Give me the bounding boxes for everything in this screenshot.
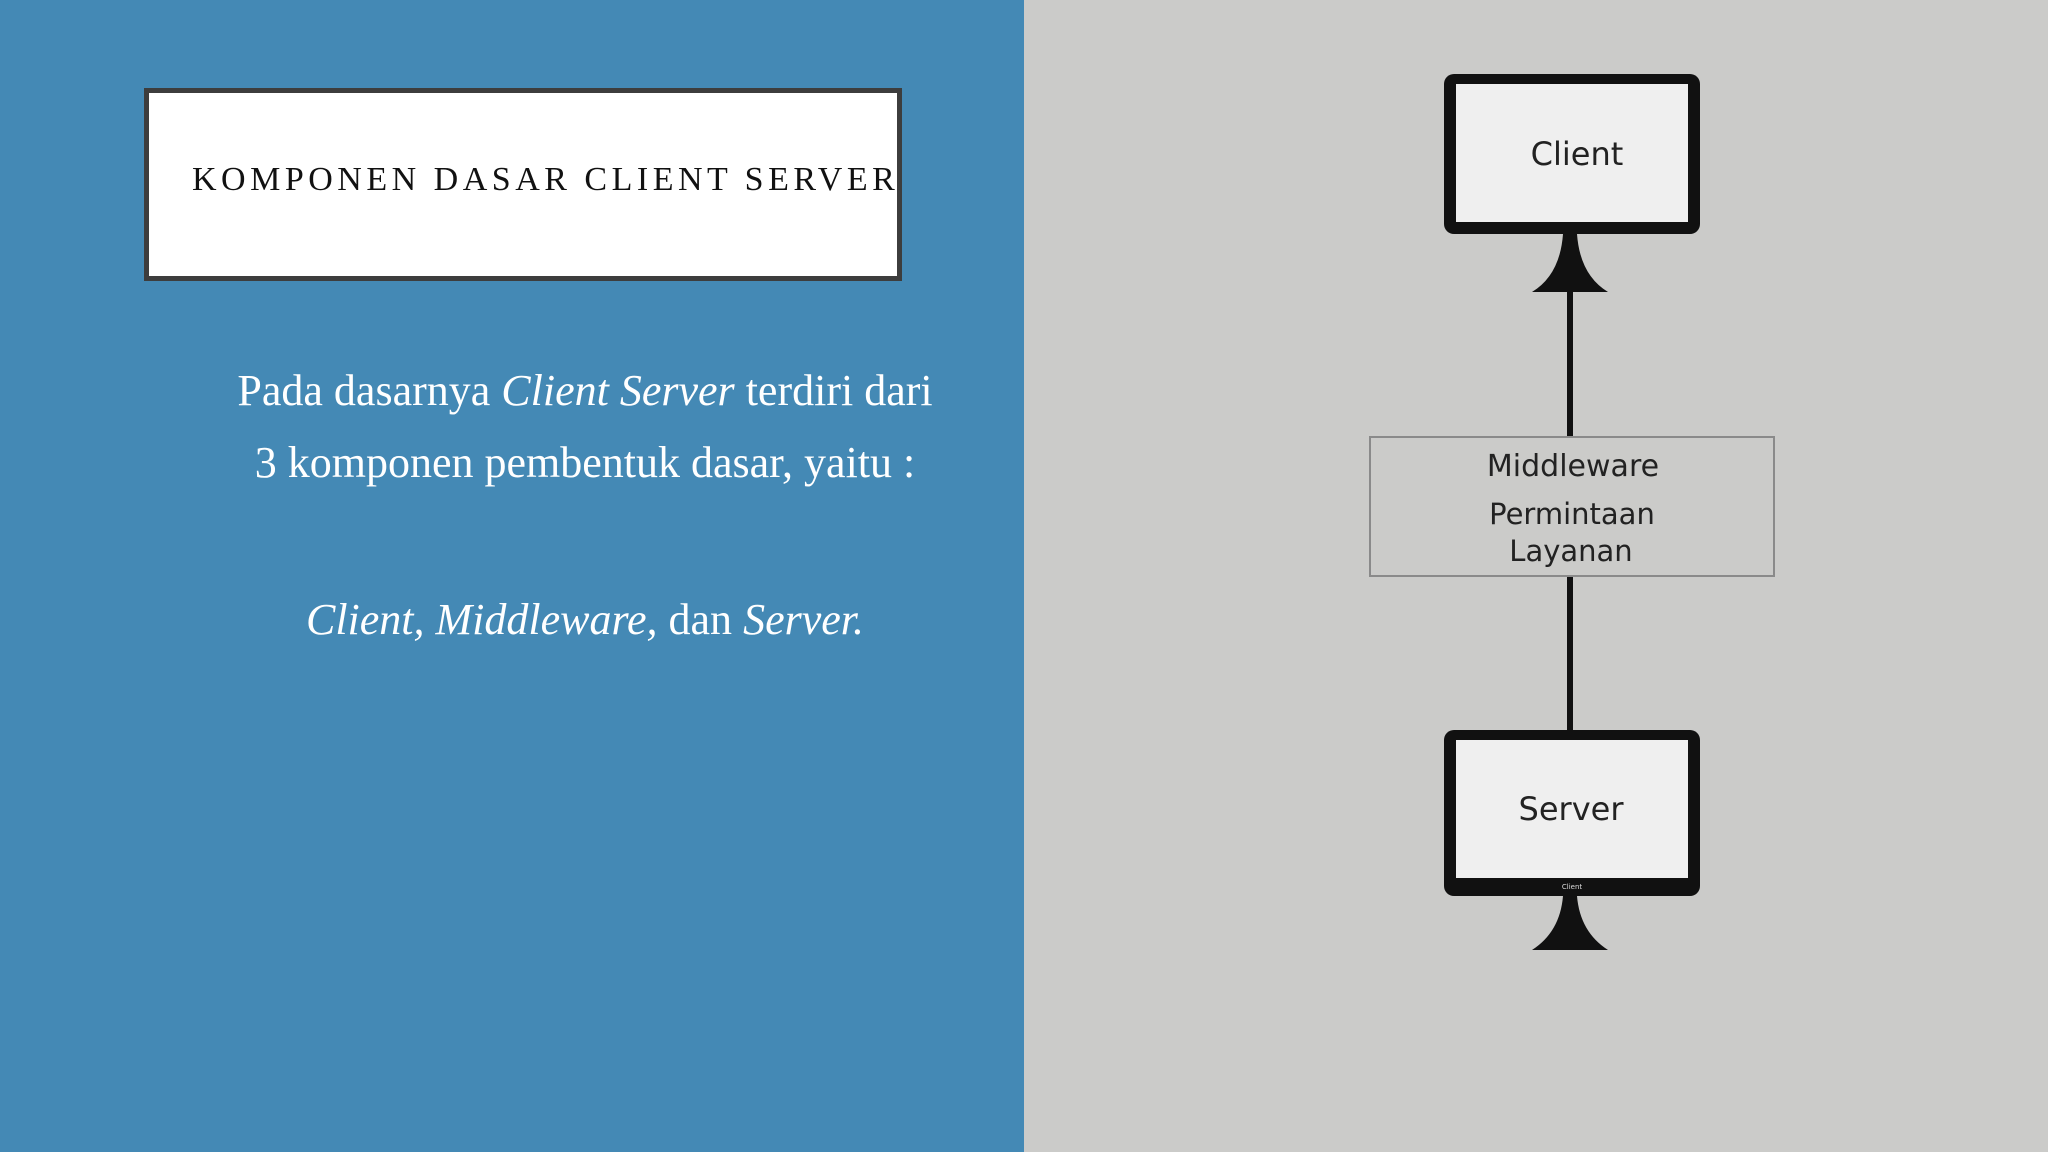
middleware-box-border [1369, 436, 1775, 577]
client-monitor-screen [1456, 84, 1688, 222]
client-monitor-stand [1532, 234, 1608, 292]
middleware-layanan: Layanan [1509, 534, 1632, 568]
client-label: Client [1531, 135, 1624, 173]
components-line: Client, Middleware, dan Server. [230, 590, 940, 650]
intro-text-2: terdiri dari 3 komponen pembentuk dasar,… [254, 366, 933, 487]
middleware-label: Middleware [1487, 449, 1659, 484]
components-dan: dan [657, 595, 744, 644]
intro-text-1: Pada dasarnya [237, 366, 502, 415]
client-monitor-icon: Client [1444, 74, 1700, 292]
intro-client-server: Client Server [501, 366, 735, 415]
server-monitor-screen [1456, 740, 1688, 878]
intro-paragraph: Pada dasarnya Client Server terdiri dari… [230, 355, 940, 499]
components-server: Server. [743, 595, 865, 644]
slide-title: KOMPONEN DASAR CLIENT SERVER [192, 161, 900, 198]
middleware-permintaan: Permintaan [1489, 497, 1655, 531]
server-label: Server [1519, 790, 1625, 828]
server-monitor-stand [1532, 896, 1608, 950]
server-monitor-icon: Client Server [1444, 730, 1700, 950]
components-client-middleware: Client, Middleware, [305, 595, 658, 644]
client-server-diagram: Client Middleware Permintaan Layanan Cli… [1369, 74, 1775, 950]
title-box [144, 88, 902, 281]
server-monitor-tiny-label: Client [1562, 883, 1583, 891]
middleware-box: Middleware Permintaan Layanan [1369, 436, 1775, 577]
